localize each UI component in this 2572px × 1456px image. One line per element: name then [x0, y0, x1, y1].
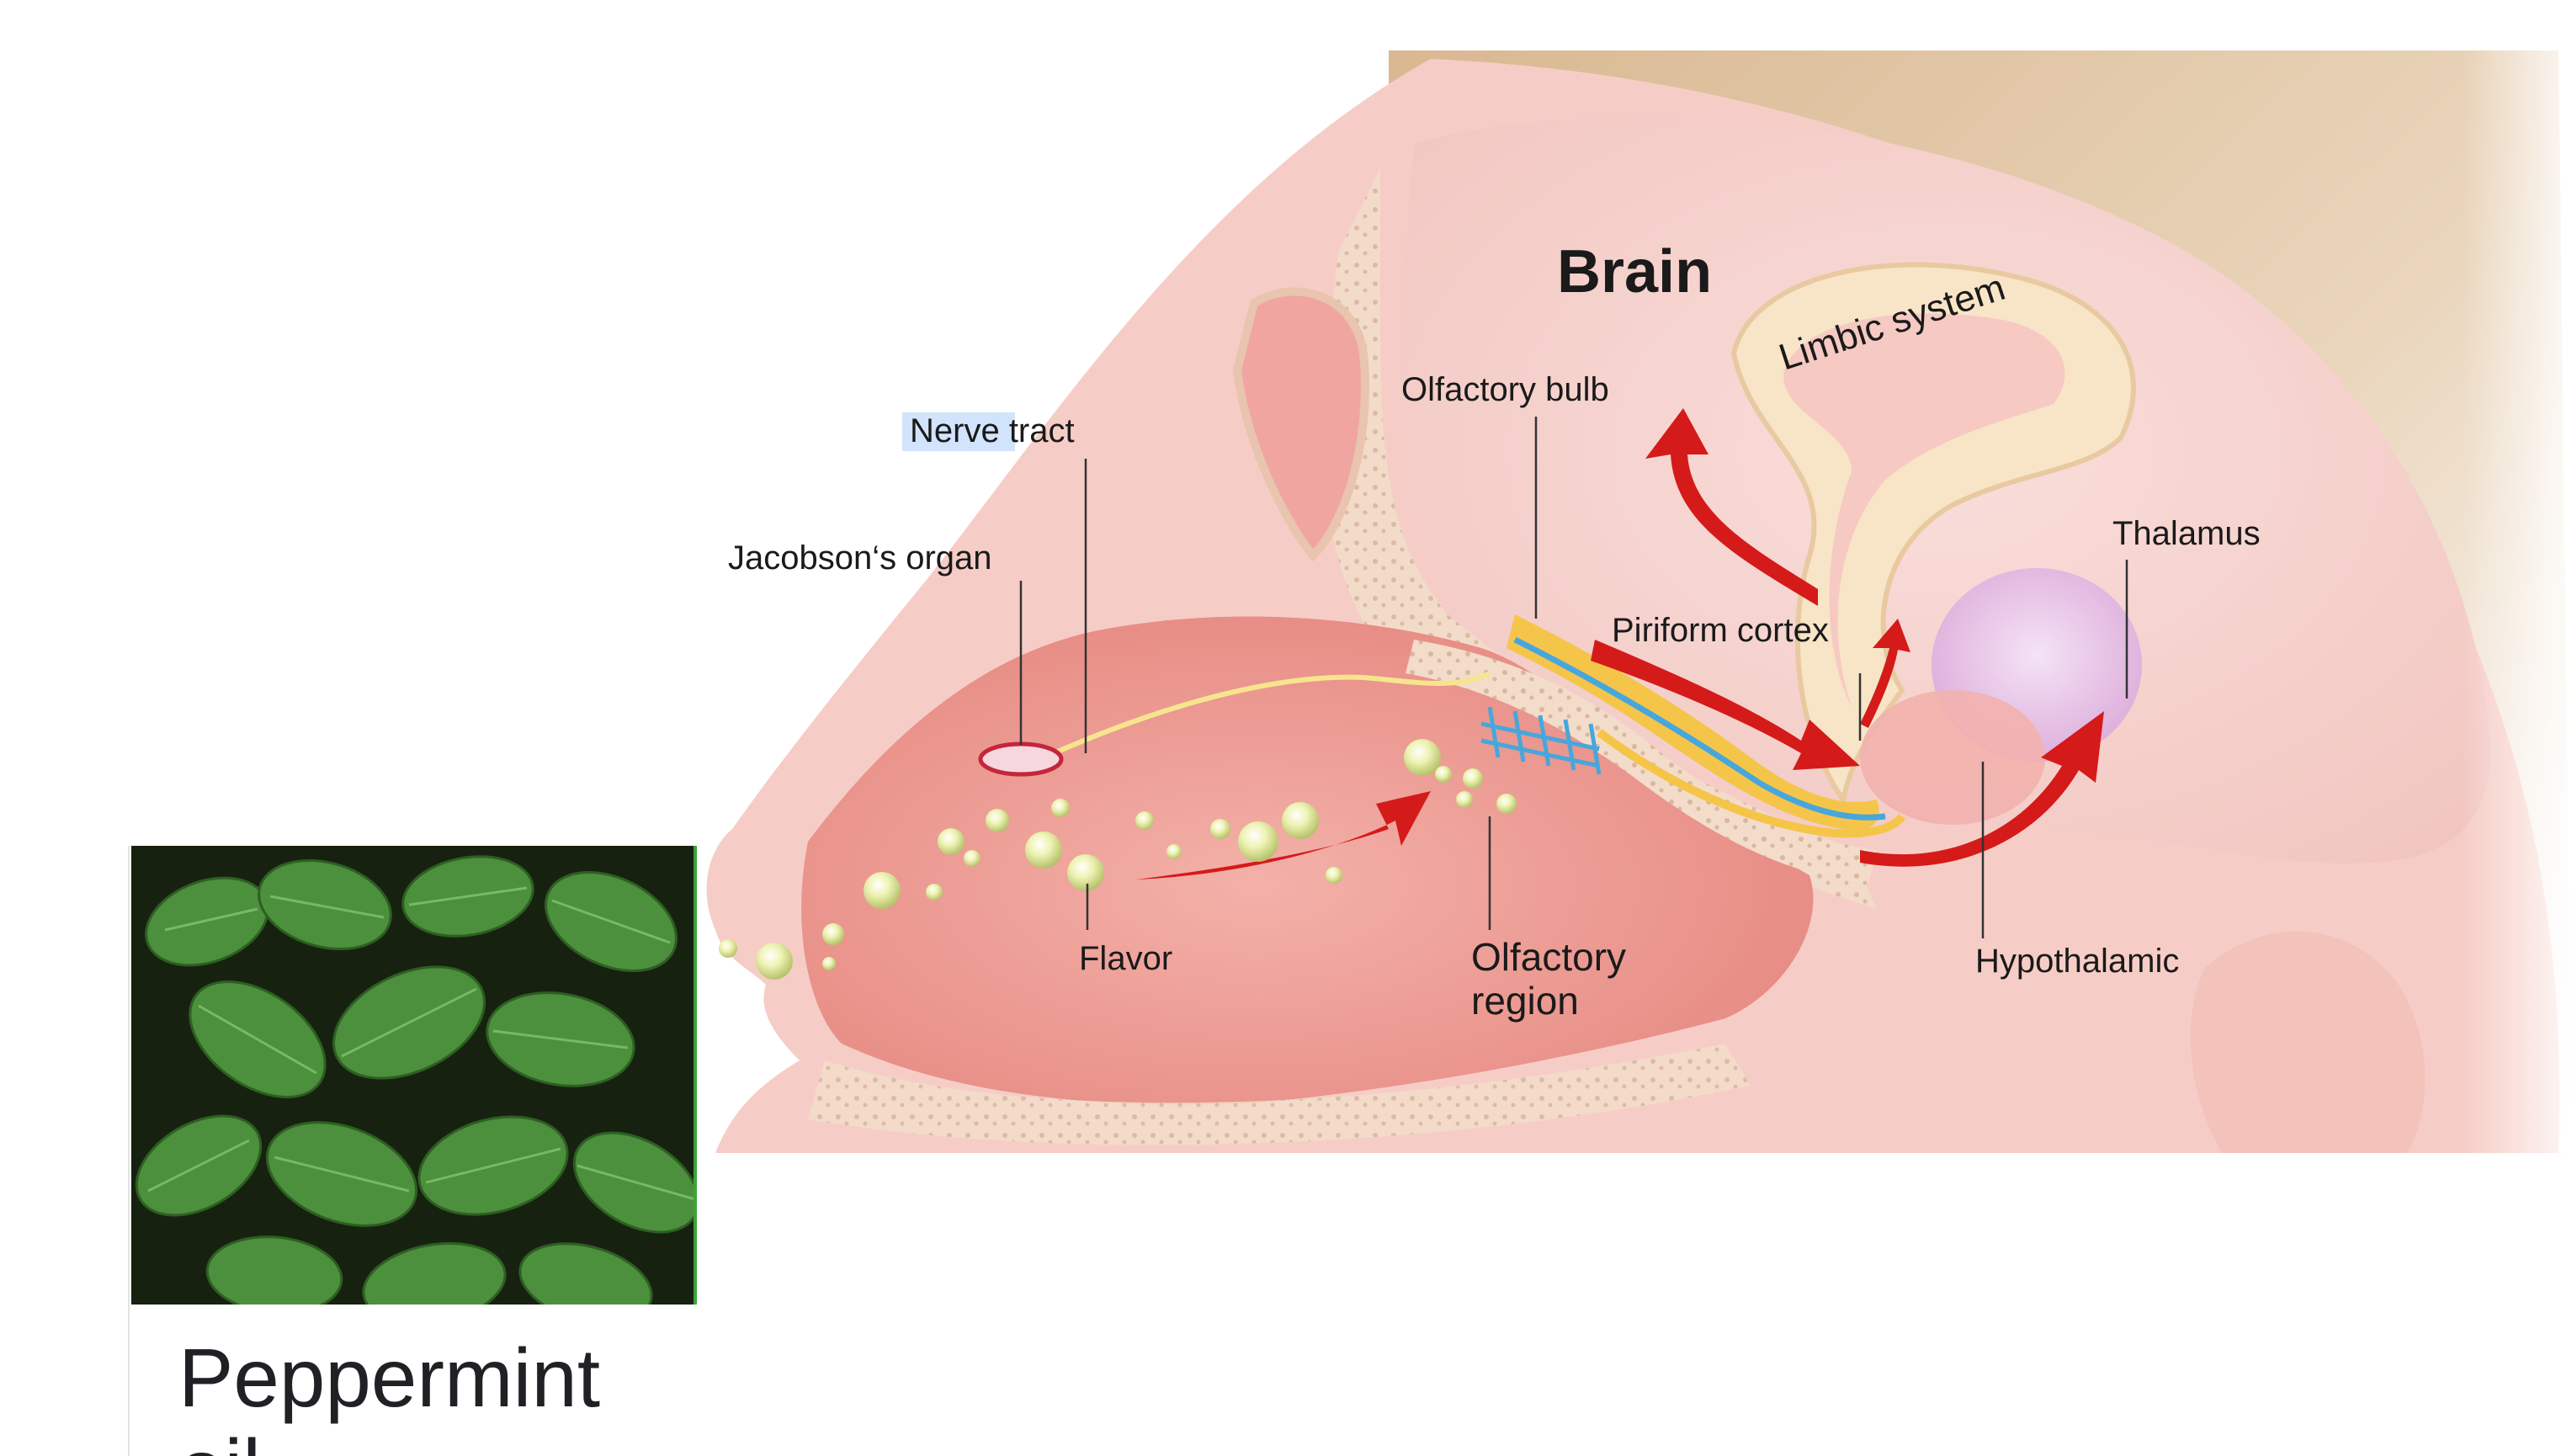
jacobson-nerve: [1034, 671, 1491, 764]
label-nerve-tract: Nerve tract: [910, 412, 1075, 449]
olfactory-tract-yellow: [1507, 614, 1879, 831]
hypothalamus: [1860, 690, 2045, 825]
jacobsons-organ: [978, 741, 1064, 777]
label-thalamus: Thalamus: [2112, 515, 2261, 552]
peppermint-leaves-image: [131, 846, 693, 1305]
peppermint-thumbnail[interactable]: [131, 846, 697, 1305]
leader-lines: [1019, 417, 2128, 938]
frontal-sinus: [1232, 287, 1369, 562]
olfactory-tract-yellow-2: [1597, 728, 1906, 838]
result-card-subtitle[interactable]: oil: [178, 1422, 261, 1456]
result-card[interactable]: Peppermint oil: [128, 846, 700, 1456]
label-tract: tract: [1000, 412, 1075, 449]
label-brain: Brain: [1557, 238, 1712, 306]
label-olfactory-bulb: Olfactory bulb: [1401, 371, 1609, 408]
nasal-cavity: [801, 616, 1814, 1105]
label-flavor: Flavor: [1079, 940, 1172, 977]
odor-particles: [719, 739, 1517, 980]
olfactory-tract-blue: [1513, 636, 1886, 821]
label-jacobsons-organ: Jacobson‘s organ: [728, 539, 992, 577]
label-piriform-cortex: Piriform cortex: [1612, 612, 1829, 649]
limbic-inner: [1783, 313, 2065, 707]
label-nerve: Nerve: [910, 412, 1000, 449]
right-fade: [2020, 50, 2572, 1153]
nerve-highlight: [902, 412, 1015, 451]
label-olfactory-region-line1: Olfactory: [1471, 935, 1626, 979]
olfactory-receptors: [1480, 706, 1602, 775]
label-olfactory-region-line2: region: [1471, 979, 1579, 1023]
label-hypothalamic: Hypothalamic: [1975, 943, 2179, 980]
palate-bone: [808, 1044, 1751, 1145]
result-card-title[interactable]: Peppermint: [178, 1331, 601, 1424]
